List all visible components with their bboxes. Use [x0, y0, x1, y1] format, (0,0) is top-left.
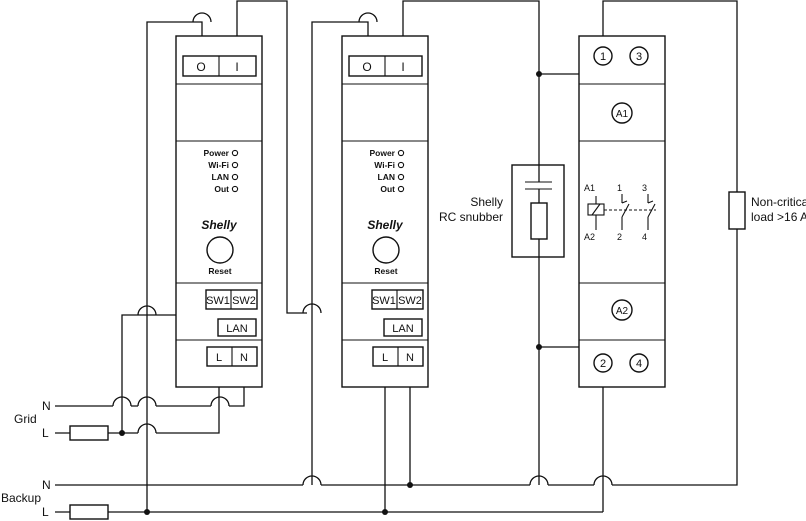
lan-port-label: LAN — [226, 323, 247, 335]
wire-top-d2-o — [311, 21, 369, 485]
lan-port-label: LAN — [392, 323, 413, 335]
wire-top-d1-o — [146, 21, 203, 512]
led-lan-label: LAN — [212, 172, 229, 182]
hop-grid-n-2 — [137, 396, 157, 407]
hop-grid-l — [137, 423, 157, 434]
junction-dot — [536, 71, 542, 77]
backup-n-label: N — [42, 478, 51, 492]
hop-backup-n-3 — [593, 475, 613, 486]
symbol-a2-label: A2 — [584, 232, 595, 242]
led-wifi-label: Wi-Fi — [208, 160, 229, 170]
wire-contactor-1 — [602, 0, 738, 192]
grid-l-label: L — [42, 426, 49, 440]
terminal-1-label: 1 — [600, 51, 606, 63]
contactor: 1 3 A1 A2 2 4 A1 A2 1 3 2 4 — [578, 35, 666, 388]
hop-backup-n-2 — [529, 475, 549, 486]
rc-snubber: Shelly RC snubber — [439, 164, 565, 258]
contact-1-label: 1 — [617, 183, 622, 193]
terminal-3-label: 3 — [636, 51, 642, 63]
sw1-label: SW1 — [372, 295, 396, 307]
junction-dot — [536, 344, 542, 350]
contact-3-label: 3 — [642, 183, 647, 193]
hop-d2-top — [358, 12, 378, 23]
snubber-label-line1: Shelly — [470, 195, 503, 209]
led-out-icon — [397, 185, 405, 193]
grid-n-label: N — [42, 399, 51, 413]
contact-2-label: 2 — [617, 232, 622, 242]
load-label-line2: load >16 A — [751, 210, 806, 224]
coil-a2-label: A2 — [616, 306, 629, 317]
led-power-icon — [397, 149, 405, 157]
led-out-label: Out — [214, 184, 229, 194]
led-lan-label: LAN — [378, 172, 395, 182]
terminal-l-label: L — [216, 352, 222, 364]
terminal-2-label: 2 — [600, 358, 606, 370]
contact-1-2-icon — [621, 194, 630, 230]
fuse-grid-icon — [69, 425, 109, 441]
switch-off-label: O — [196, 60, 205, 74]
coil-a1-label: A1 — [616, 109, 629, 120]
symbol-a1-label: A1 — [584, 183, 595, 193]
sw2-label: SW2 — [232, 295, 256, 307]
reset-button-icon — [372, 236, 400, 264]
reset-label: Reset — [374, 266, 397, 276]
hop-d1-top — [192, 12, 212, 23]
grid-label: Grid — [14, 412, 37, 426]
sw1-label: SW1 — [206, 295, 230, 307]
hop-backup-n-1 — [302, 475, 322, 486]
switch-off-label: O — [362, 60, 371, 74]
led-wifi-icon — [397, 161, 405, 169]
reset-label: Reset — [208, 266, 231, 276]
backup-label: Backup — [1, 491, 41, 505]
terminal-l-label: L — [382, 352, 388, 364]
reset-button-icon — [206, 236, 234, 264]
shelly-logo: Shelly — [201, 218, 238, 232]
junction-dot — [119, 430, 125, 436]
hop-sw1-d1 — [137, 305, 157, 316]
wire-top-d1-i — [236, 0, 307, 314]
shelly-device-1: O I Power Wi-Fi LAN Out Shelly Reset SW1… — [175, 35, 263, 388]
wire-grid-n — [55, 365, 245, 407]
shelly-logo: Shelly — [367, 218, 404, 232]
led-out-icon — [231, 185, 239, 193]
led-lan-icon — [397, 173, 405, 181]
led-lan-icon — [231, 173, 239, 181]
junction-dot — [407, 482, 413, 488]
wire-load-bottom — [612, 229, 738, 486]
terminal-4-label: 4 — [636, 358, 642, 370]
led-wifi-icon — [231, 161, 239, 169]
backup-l-label: L — [42, 505, 49, 519]
junction-dot — [382, 509, 388, 515]
fuse-backup-icon — [69, 504, 109, 520]
led-power-label: Power — [203, 148, 229, 158]
hop-sw1-d2 — [302, 303, 322, 314]
switch-on-label: I — [235, 60, 238, 74]
load-label-line1: Non-critical — [751, 195, 806, 209]
contact-4-label: 4 — [642, 232, 647, 242]
led-power-icon — [231, 149, 239, 157]
load: Non-critical load >16 A — [728, 191, 806, 230]
hop-grid-n-1 — [112, 396, 132, 407]
hop-grid-n-3 — [210, 396, 230, 407]
shelly-device-2: O I Power Wi-Fi LAN Out Shelly Reset SW1… — [341, 35, 429, 388]
led-power-label: Power — [369, 148, 395, 158]
sw2-label: SW2 — [398, 295, 422, 307]
junction-dot — [144, 509, 150, 515]
terminal-n-label: N — [240, 352, 248, 364]
switch-on-label: I — [401, 60, 404, 74]
led-out-label: Out — [380, 184, 395, 194]
led-wifi-label: Wi-Fi — [374, 160, 395, 170]
terminal-n-label: N — [406, 352, 414, 364]
contact-3-4-icon — [647, 194, 656, 230]
snubber-label-line2: RC snubber — [439, 210, 503, 224]
